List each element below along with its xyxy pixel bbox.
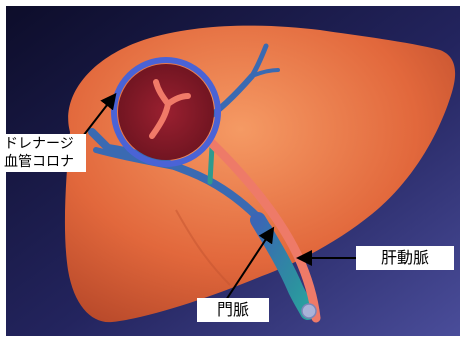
hepatic-artery-label: 肝動脈 (356, 246, 454, 270)
drainage-label-line2: 血管コロナ (4, 153, 84, 171)
drainage-label-line1: ドレナージ (4, 135, 84, 153)
portal-vein-label: 門脈 (197, 298, 269, 322)
drainage-corona-label: ドレナージ 血管コロナ (2, 134, 86, 172)
catheter-tip-icon (302, 304, 316, 318)
